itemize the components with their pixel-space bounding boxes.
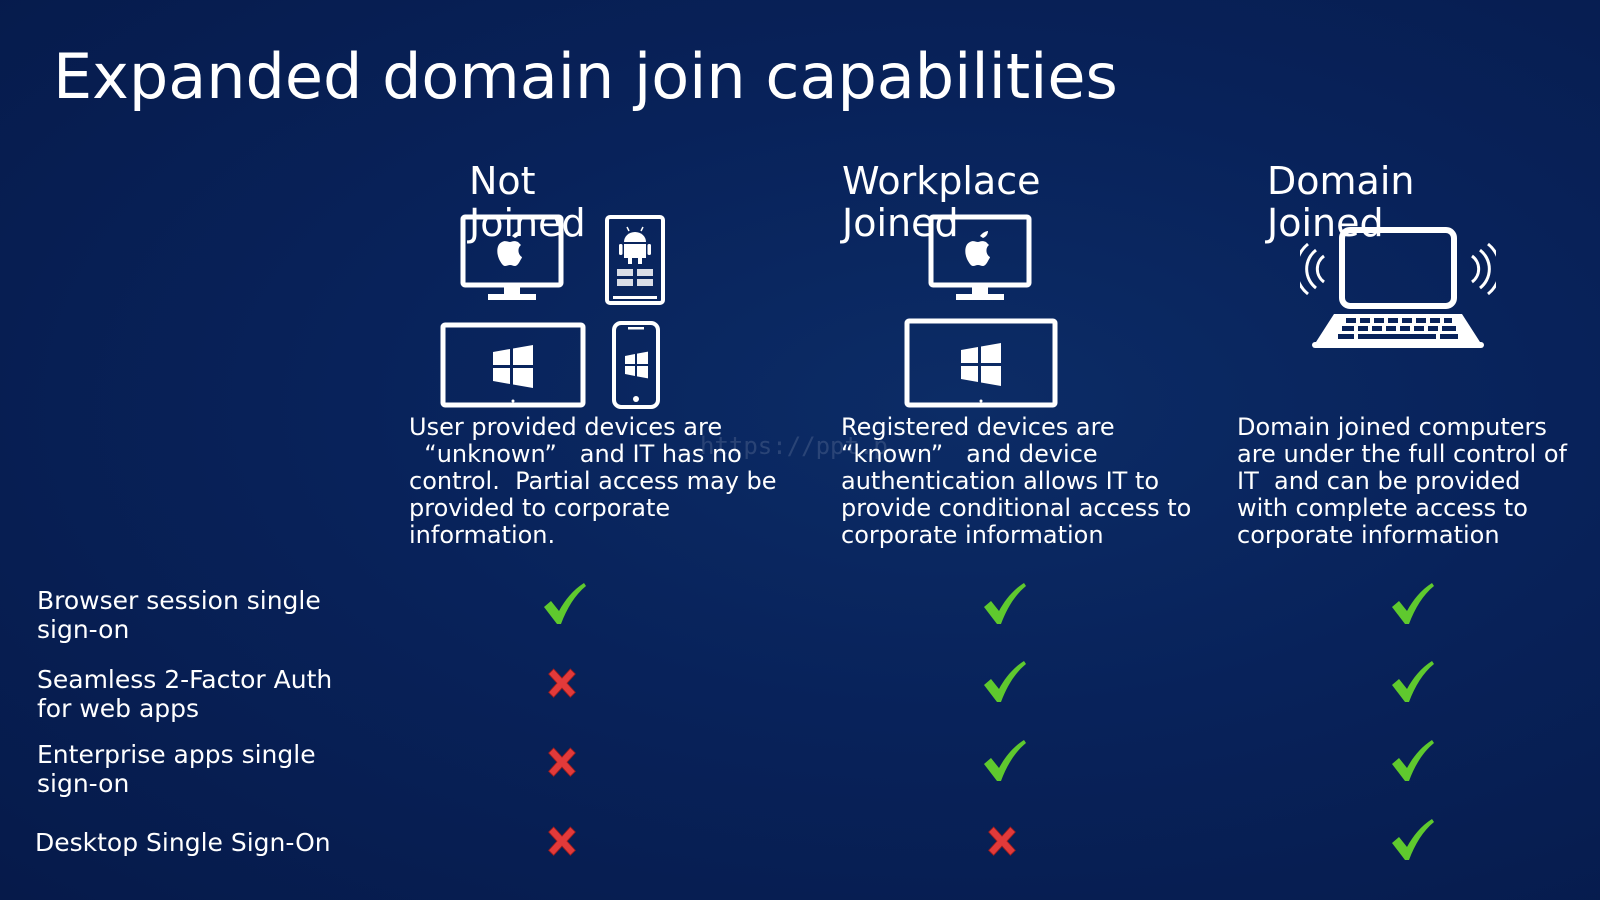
slide-title: Expanded domain join capabilities [53, 40, 1118, 113]
row-label-desktop-sso: Desktop Single Sign-On [35, 828, 331, 857]
android-tablet-icon [605, 215, 665, 305]
windows-tablet-icon [904, 318, 1058, 408]
wireless-laptop-icon [1300, 227, 1496, 348]
checkmark-icon [540, 580, 588, 628]
checkmark-icon [980, 580, 1028, 628]
column-heading-domain-joined: Domain Joined [1267, 159, 1415, 245]
column-heading-not-joined: Not Joined [469, 159, 586, 245]
row-label-enterprise-apps-sso: Enterprise apps single sign-on [37, 740, 316, 798]
checkmark-icon [1388, 658, 1436, 706]
checkmark-icon [1388, 816, 1436, 864]
watermark-text: https://ppt.p [700, 432, 888, 460]
column-description-not-joined: User provided devices are “unknown” and … [409, 413, 777, 549]
column-description-domain-joined: Domain joined computers are under the fu… [1237, 413, 1567, 549]
cross-icon [542, 743, 582, 783]
cross-icon [982, 822, 1022, 862]
row-label-browser-sso: Browser session single sign-on [37, 586, 321, 644]
cross-icon [542, 664, 582, 704]
windows-tablet-icon [440, 322, 586, 408]
apple-monitor-icon [460, 214, 564, 300]
checkmark-icon [1388, 580, 1436, 628]
row-label-2fa-web: Seamless 2-Factor Auth for web apps [37, 665, 333, 723]
checkmark-icon [980, 658, 1028, 706]
windows-phone-icon [612, 321, 660, 409]
apple-monitor-icon [928, 214, 1032, 300]
cross-icon [542, 822, 582, 862]
checkmark-icon [980, 737, 1028, 785]
column-description-workplace-joined: Registered devices are “known” and devic… [841, 413, 1192, 549]
column-heading-workplace-joined: Workplace Joined [842, 159, 1041, 245]
checkmark-icon [1388, 737, 1436, 785]
